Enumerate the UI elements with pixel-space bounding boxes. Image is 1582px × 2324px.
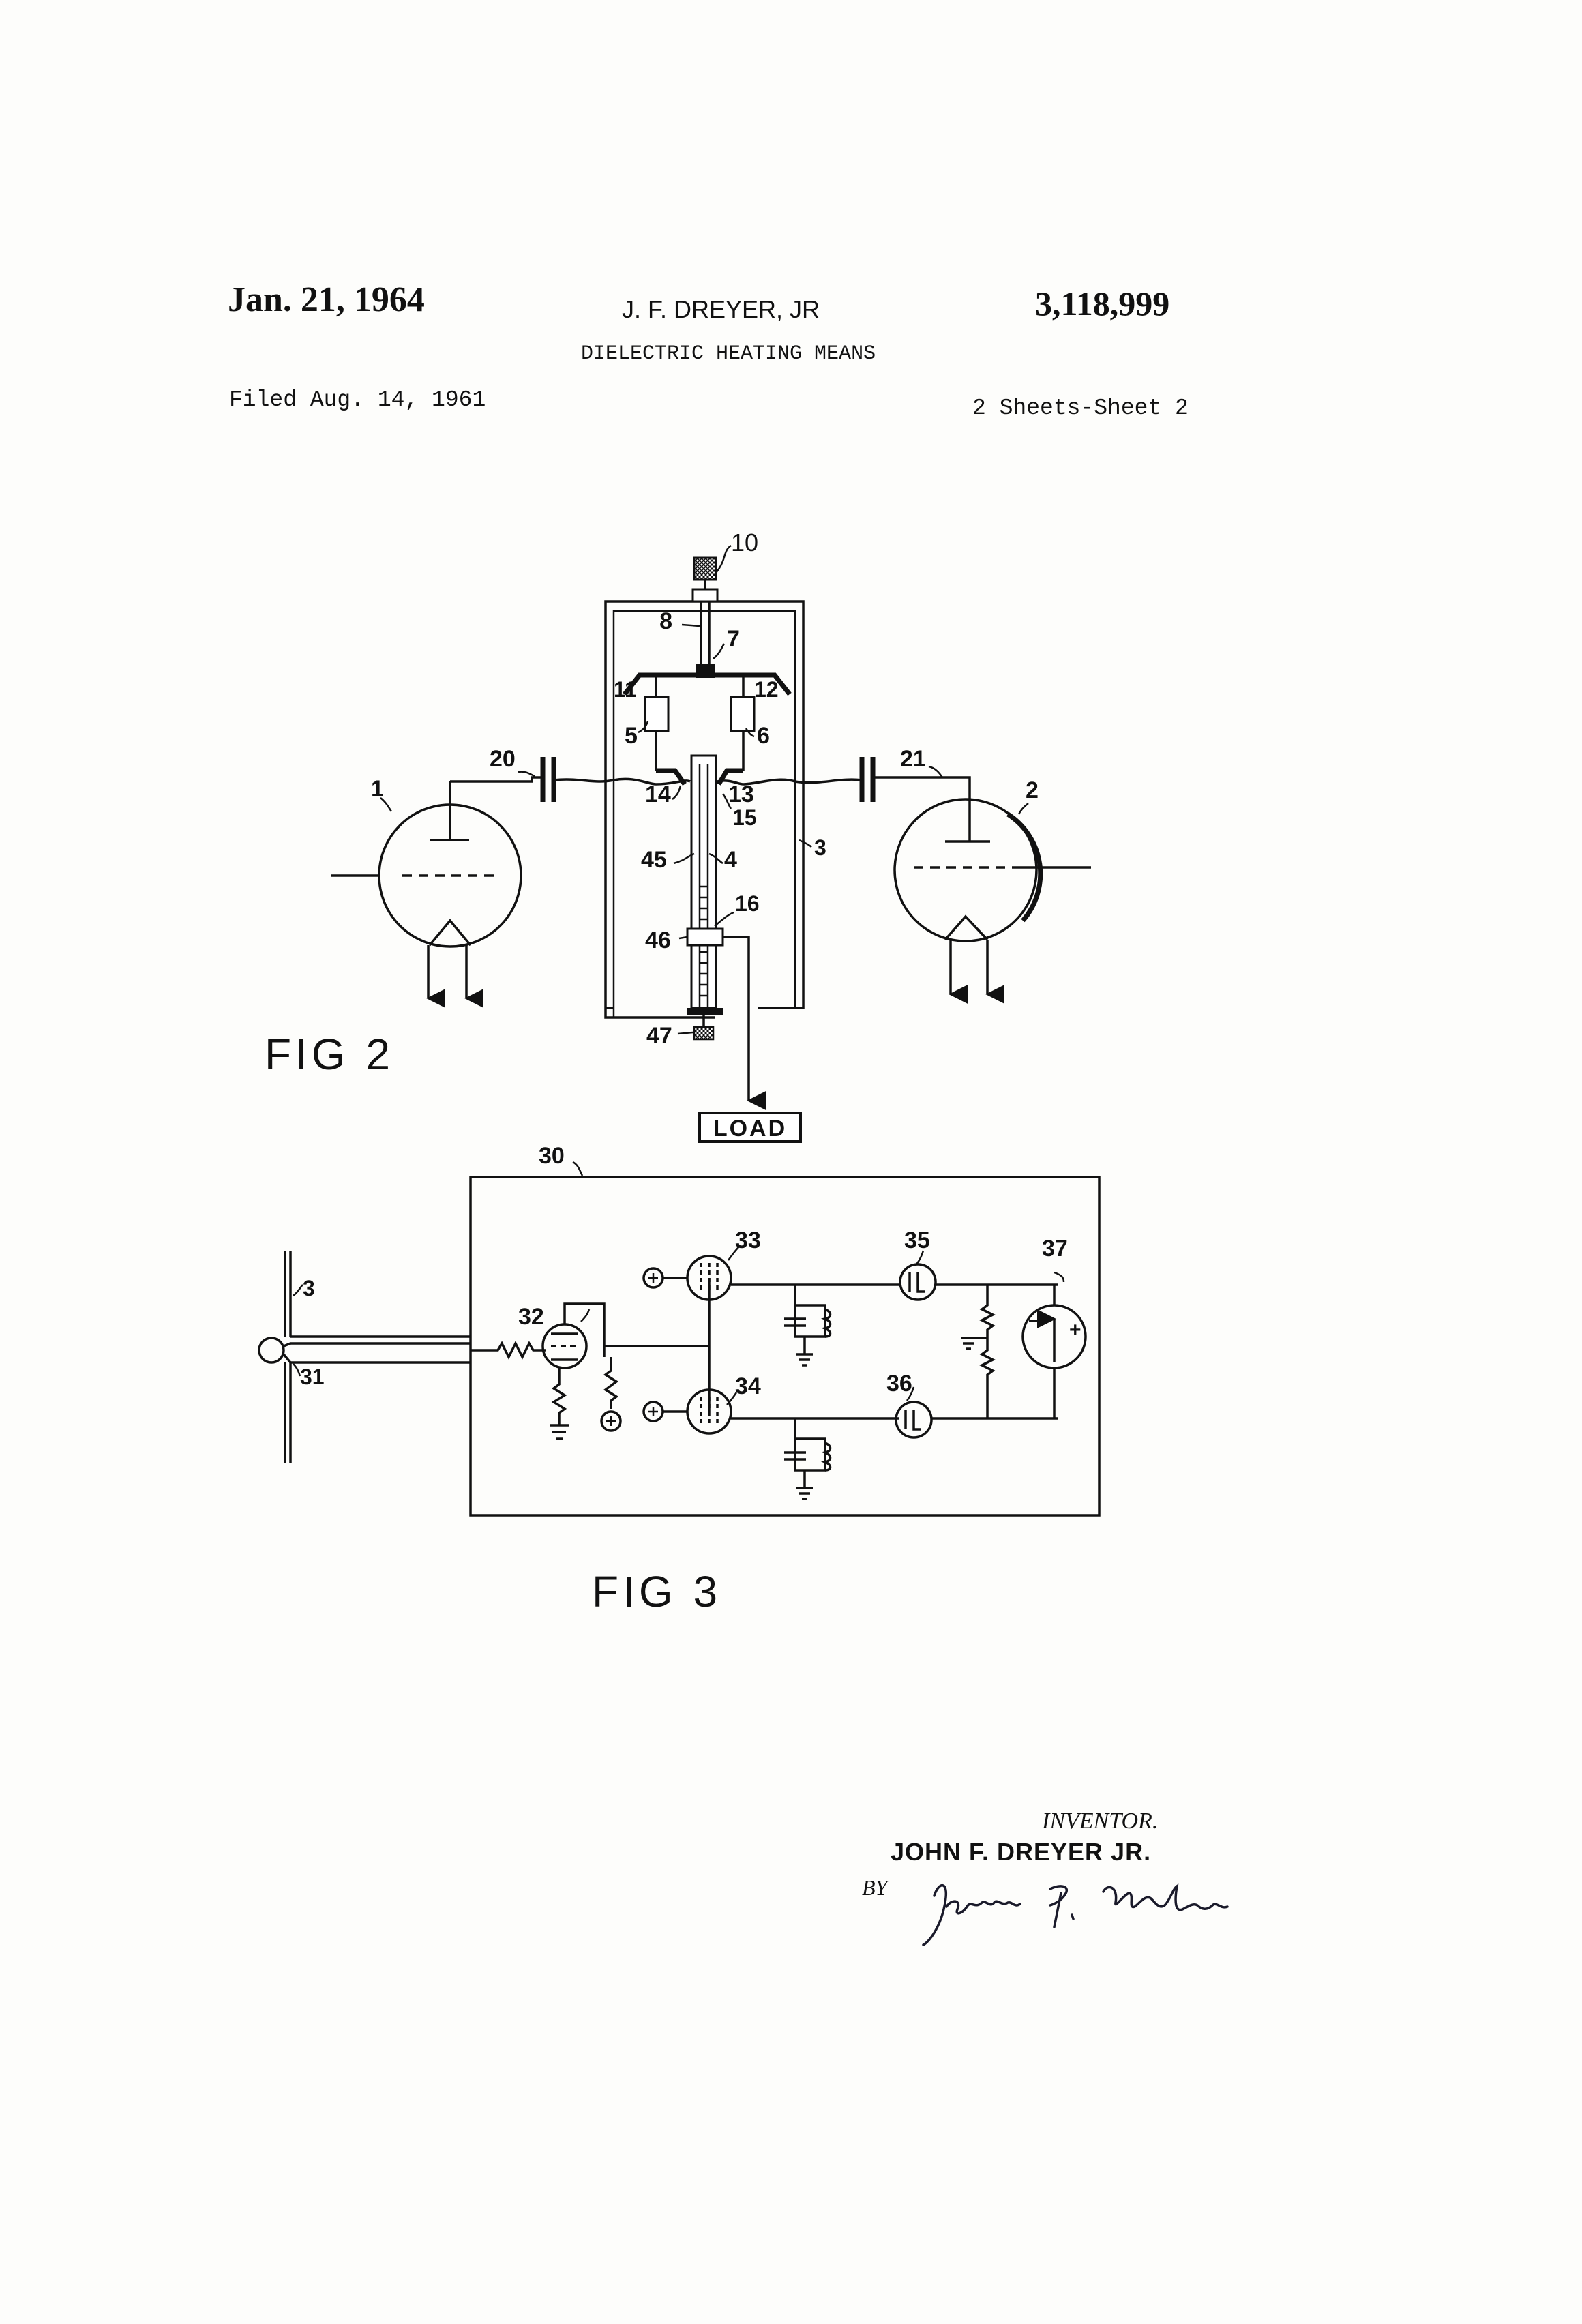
inventor-name: JOHN F. DREYER JR. xyxy=(891,1840,1151,1864)
by-label: BY xyxy=(862,1877,887,1898)
ref-label: 12 xyxy=(754,677,779,702)
handwritten-signature xyxy=(923,1886,1227,1945)
ref-label: 16 xyxy=(735,891,760,916)
ref-label: 3 xyxy=(814,835,826,860)
ref-label: 32 xyxy=(518,1304,544,1330)
fig2-caption: FIG 2 xyxy=(265,1030,394,1079)
ref-label: 30 xyxy=(539,1143,565,1169)
ref-label: 35 xyxy=(904,1227,930,1253)
ref-label: 45 xyxy=(641,847,667,873)
component-5 xyxy=(645,697,668,731)
svg-text:−: − xyxy=(1028,1311,1039,1331)
ref-label: 33 xyxy=(735,1227,761,1253)
component-6 xyxy=(731,697,754,731)
ref-label: 31 xyxy=(300,1365,325,1389)
ref-label: 11 xyxy=(614,677,637,702)
ref-label: 36 xyxy=(886,1371,912,1397)
ref-label: 8 xyxy=(659,608,672,634)
sensor-element xyxy=(687,929,723,945)
load-label: LOAD xyxy=(713,1116,787,1142)
fig3-diagram: 30 3 31 32 xyxy=(259,1143,1099,1616)
ref-label: 37 xyxy=(1042,1236,1068,1262)
ref-label: 13 xyxy=(728,781,754,807)
center-tube xyxy=(691,756,716,1008)
ref-label: 10 xyxy=(731,528,758,556)
ref-label: 7 xyxy=(727,626,740,652)
adjust-knob xyxy=(694,558,716,580)
ref-label: 6 xyxy=(757,723,770,749)
ref-label: 47 xyxy=(646,1023,672,1049)
ref-label: 4 xyxy=(724,847,737,873)
fig2-diagram: LOAD xyxy=(265,528,1091,1142)
ref-label: 20 xyxy=(490,746,516,772)
ref-label: 21 xyxy=(900,746,926,772)
ref-label: 3 xyxy=(303,1276,315,1300)
probe-tip xyxy=(259,1338,284,1362)
ref-label: 14 xyxy=(645,781,671,807)
ref-label: 2 xyxy=(1026,777,1039,803)
fig3-caption: FIG 3 xyxy=(592,1567,721,1616)
ref-label: 1 xyxy=(371,776,384,802)
ref-label: 34 xyxy=(735,1373,761,1399)
ref-label: 5 xyxy=(625,723,638,749)
svg-text:+: + xyxy=(1069,1319,1081,1341)
ref-label: 15 xyxy=(732,805,757,830)
ref-label: 46 xyxy=(645,927,671,953)
inventor-label: INVENTOR. xyxy=(1042,1810,1158,1833)
